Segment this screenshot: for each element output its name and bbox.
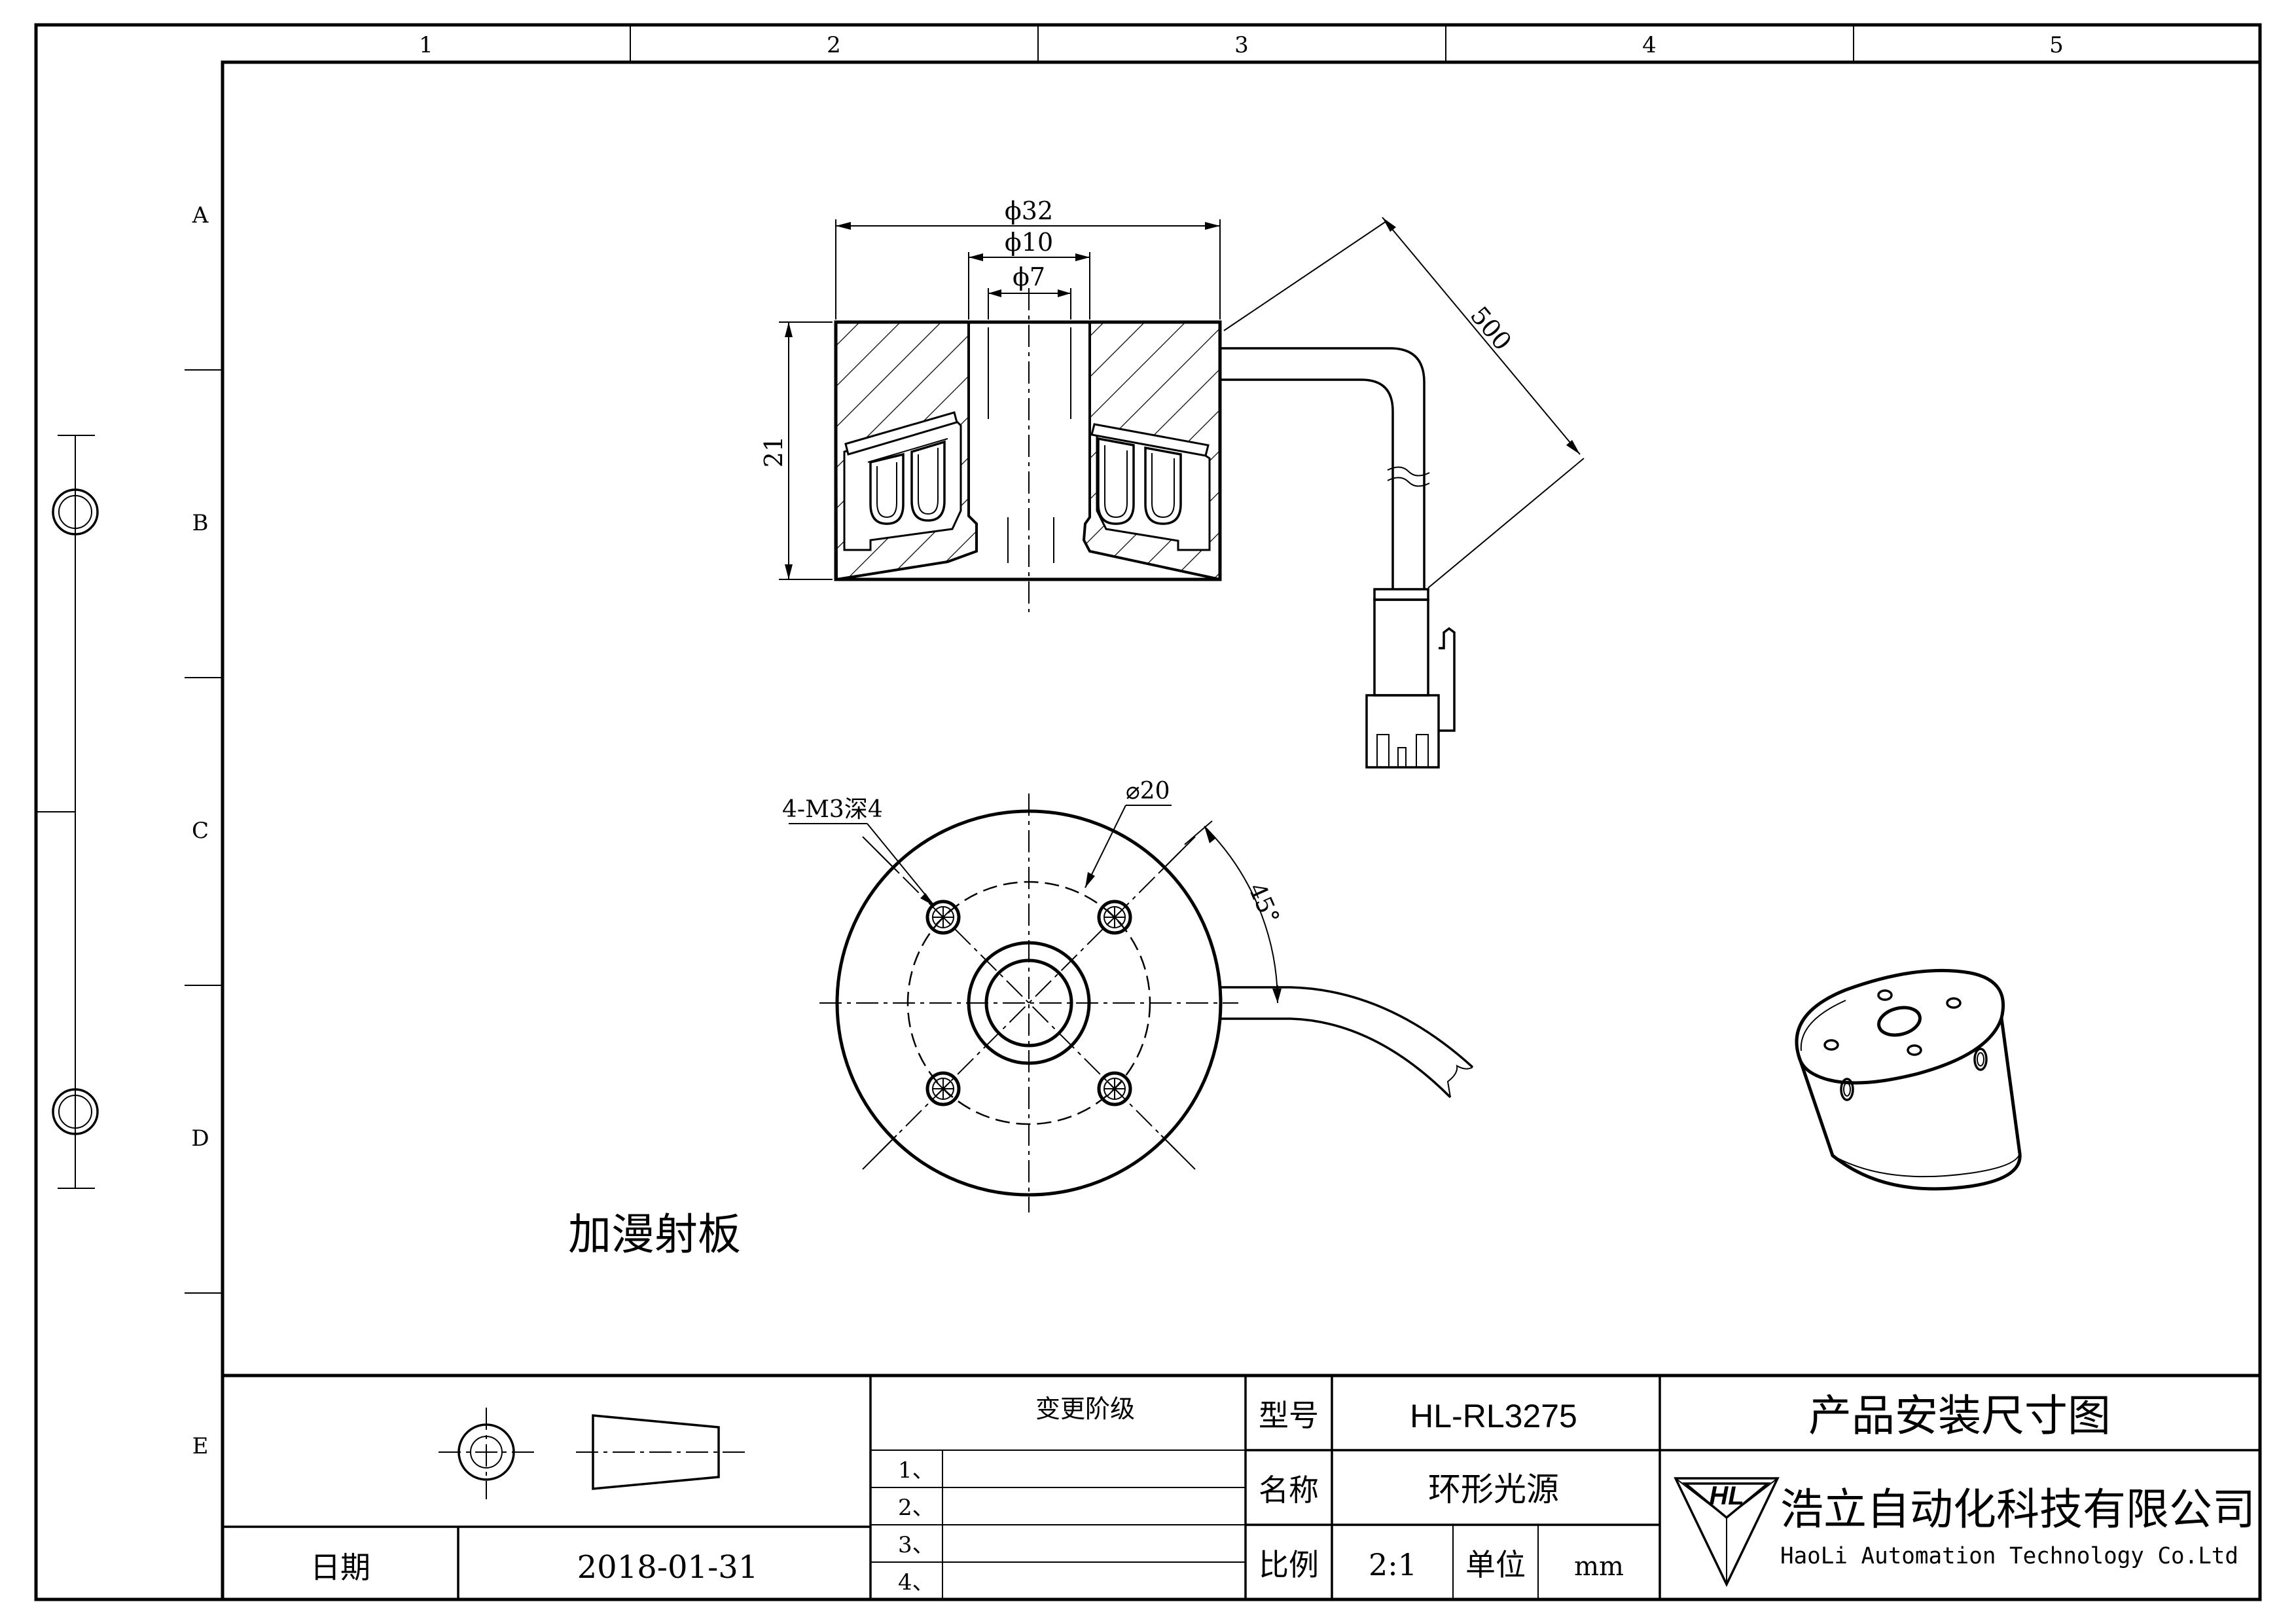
isometric-side-hole xyxy=(1973,1048,1988,1071)
projection-symbol-icon xyxy=(439,1408,746,1499)
date-label: 日期 xyxy=(310,1550,370,1585)
drawing-title: 产品安装尺寸图 xyxy=(1808,1391,2111,1441)
led-icon xyxy=(1144,446,1182,525)
connector-plug xyxy=(1365,588,1456,769)
dim-cable-length: 500 xyxy=(1223,217,1585,589)
model-value: HL-RL3275 xyxy=(1410,1398,1577,1434)
zone-col-5: 5 xyxy=(2049,32,2064,58)
dim-height: 21 xyxy=(759,321,833,580)
model-label: 型号 xyxy=(1259,1398,1319,1433)
dim-inner-dia-label: ϕ7 xyxy=(1013,263,1045,291)
binder-holes xyxy=(36,435,99,1189)
isometric-center-hole xyxy=(1877,1006,1922,1037)
change-row-4: 4、 xyxy=(898,1569,935,1596)
unit-label: 单位 xyxy=(1465,1547,1526,1582)
dim-cable-length-label: 500 xyxy=(1465,301,1517,356)
change-level-header: 变更阶级 xyxy=(1035,1395,1135,1423)
zone-row-e: E xyxy=(192,1433,209,1459)
logo-letters: HL xyxy=(1709,1482,1744,1510)
drawing-frame xyxy=(221,60,2262,1601)
pcd-diameter-label: ⌀20 xyxy=(1126,778,1170,805)
dim-inner-diameter: ϕ7 xyxy=(988,263,1071,319)
title-block: 变更阶级 1、 2、 3、 4、 日期 2018-01-31 型号 HL-RL3… xyxy=(223,1374,2260,1599)
dim-mid-dia-label: ϕ10 xyxy=(1005,228,1053,257)
top-view: 4-M3深4 ⌀20 45° xyxy=(782,778,1474,1213)
zone-col-4: 4 xyxy=(1642,32,1657,58)
name-label: 名称 xyxy=(1259,1472,1319,1508)
zone-row-b: B xyxy=(192,510,209,536)
zone-row-a: A xyxy=(192,202,209,228)
tapped-hole-icon xyxy=(925,1071,961,1106)
column-zone-band: 1 2 3 4 5 xyxy=(223,25,2260,63)
diffuser-note: 加漫射板 xyxy=(568,1209,741,1260)
angle-arc xyxy=(1204,826,1279,1004)
top-view-cable xyxy=(1221,986,1474,1068)
name-value: 环形光源 xyxy=(1428,1470,1559,1508)
binder-hole-icon xyxy=(52,1088,99,1135)
thread-note: 4-M3深4 xyxy=(782,796,883,823)
zone-row-d: D xyxy=(191,1125,209,1152)
isometric-view xyxy=(1795,968,2022,1191)
company-logo: HL xyxy=(1674,1477,1780,1588)
dim-outer-diameter: ϕ32 xyxy=(835,196,1221,319)
led-icon xyxy=(910,440,946,522)
dim-height-label: 21 xyxy=(759,436,788,467)
outer-border xyxy=(34,23,2262,1601)
zone-row-c: C xyxy=(192,818,209,844)
scale-label: 比例 xyxy=(1259,1547,1319,1582)
cable-path xyxy=(1220,347,1426,589)
change-row-2: 2、 xyxy=(898,1495,935,1521)
row-zone-band: A B C D E xyxy=(185,202,223,1459)
zone-col-2: 2 xyxy=(827,32,841,58)
tapped-hole-icon xyxy=(925,900,961,935)
date-value: 2018-01-31 xyxy=(577,1549,759,1586)
section-view: ϕ32 ϕ10 ϕ7 21 xyxy=(759,196,1585,769)
company-name-cn: 浩立自动化科技有限公司 xyxy=(1780,1484,2255,1535)
isometric-side-hole xyxy=(1840,1078,1854,1101)
change-row-1: 1、 xyxy=(898,1457,935,1484)
dim-outer-dia-label: ϕ32 xyxy=(1005,196,1053,225)
binder-hole-icon xyxy=(52,488,99,536)
led-icon xyxy=(1097,437,1135,525)
isometric-top-face xyxy=(1795,968,2005,1085)
unit-value: mm xyxy=(1574,1552,1624,1582)
tapped-hole-icon xyxy=(1097,1071,1132,1106)
change-row-3: 3、 xyxy=(898,1532,935,1558)
dim-mid-diameter: ϕ10 xyxy=(968,228,1090,319)
scale-value: 2:1 xyxy=(1369,1547,1417,1582)
led-icon xyxy=(869,452,905,525)
tapped-hole-icon xyxy=(1097,900,1132,935)
company-name-en: HaoLi Automation Technology Co.Ltd xyxy=(1780,1543,2238,1569)
zone-col-1: 1 xyxy=(419,32,433,58)
zone-col-3: 3 xyxy=(1234,32,1249,58)
